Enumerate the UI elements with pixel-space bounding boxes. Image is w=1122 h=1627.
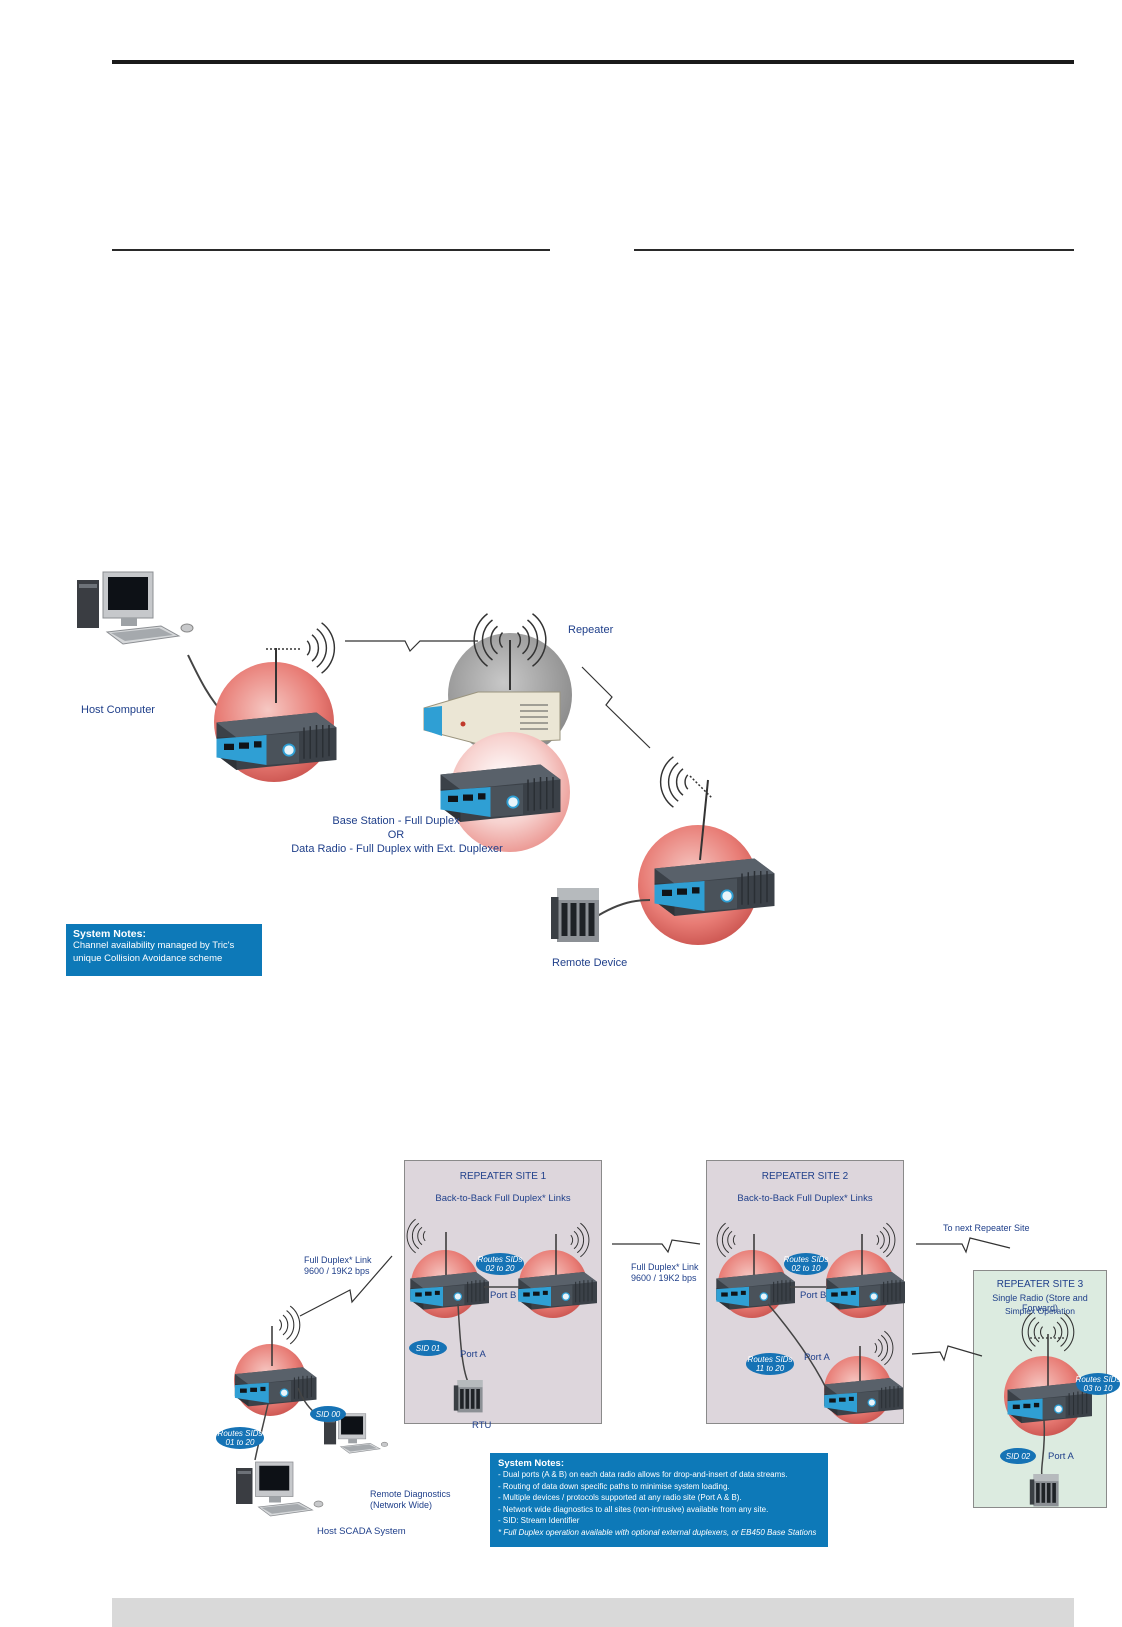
remote-radio-icon [653, 857, 776, 917]
svg-text:01 to 20: 01 to 20 [226, 1438, 255, 1447]
svg-text:11 to 20: 11 to 20 [756, 1364, 785, 1373]
pill-routes-02-10: Routes SIDs 02 to 10 [784, 1253, 829, 1275]
site3-rtu-icon [1029, 1474, 1059, 1507]
remote-device-icon [551, 888, 599, 942]
site1-port-b-label: Port B [490, 1290, 517, 1301]
site2-radio-2-icon [825, 1271, 906, 1311]
svg-text:Routes SIDs: Routes SIDs [1076, 1375, 1121, 1384]
link-site1-site2 [612, 1239, 701, 1254]
site-2-title: REPEATER SITE 2 [761, 1171, 849, 1182]
site-2-subtitle: Back-to-Back Full Duplex* Links [737, 1193, 873, 1204]
pill-sid-02: SID 02 [1000, 1448, 1036, 1464]
system-notes-2-title: System Notes: [498, 1458, 564, 1469]
link-site2-site3 [911, 1345, 983, 1362]
host-scada-label: Host SCADA System [317, 1526, 406, 1537]
pill-routes-03-10: Routes SIDs 03 to 10 [1076, 1373, 1121, 1395]
system-notes-1-line: unique Collision Avoidance scheme [73, 952, 223, 964]
base-radio-icon [439, 763, 562, 823]
footer-bar [112, 1598, 1074, 1627]
pill-sid-01: SID 01 [409, 1340, 447, 1356]
host-computer-icon [76, 571, 194, 645]
base-station-label: Base Station - Full Duplex [332, 815, 460, 827]
system-notes-box-2: System Notes: - Dual ports (A & B) on ea… [490, 1453, 828, 1547]
site1-radio-a-icon [517, 1271, 598, 1311]
system-notes-2-line: - Multiple devices / protocols supported… [498, 1493, 742, 1502]
svg-text:02 to 10: 02 to 10 [792, 1264, 821, 1273]
svg-text:Routes SIDs: Routes SIDs [784, 1255, 829, 1264]
system-notes-1-title: System Notes: [73, 928, 146, 940]
link-repeater-remote [581, 666, 651, 749]
site2-port-a-label: Port A [804, 1352, 830, 1363]
site3-port-a-label: Port A [1048, 1451, 1074, 1462]
pill-routes-02-20: Routes SIDs 02 to 20 [476, 1253, 524, 1275]
svg-text:Routes SIDs: Routes SIDs [218, 1429, 263, 1438]
next-repeater-label: To next Repeater Site [943, 1223, 1030, 1233]
remote-diagnostics-scope: (Network Wide) [370, 1500, 433, 1510]
top-rule [112, 60, 1074, 64]
full-duplex-link-label: Full Duplex* Link [631, 1262, 699, 1272]
system-notes-box-1: System Notes: Channel availability manag… [66, 924, 262, 976]
repeater-label: Repeater [568, 624, 614, 636]
site-1-subtitle: Back-to-Back Full Duplex* Links [435, 1193, 571, 1204]
remote-diagnostics-label: Remote Diagnostics [370, 1489, 451, 1499]
system-notes-2-line: - SID: Stream Identifier [498, 1516, 580, 1525]
svg-text:Routes SIDs: Routes SIDs [748, 1355, 793, 1364]
system-notes-2-line: - Dual ports (A & B) on each data radio … [498, 1470, 788, 1479]
full-duplex-link-label: Full Duplex* Link [304, 1255, 372, 1265]
svg-text:Routes SIDs: Routes SIDs [478, 1255, 523, 1264]
full-duplex-link-rate: 9600 / 19K2 bps [631, 1273, 697, 1283]
pill-routes-01-20: Routes SIDs 01 to 20 [216, 1427, 264, 1449]
remote-radio-waves-icon [659, 756, 689, 808]
site-3-subtitle-2: Simplex Operation [1005, 1306, 1075, 1316]
svg-text:SID 02: SID 02 [1006, 1452, 1031, 1461]
site-3-subtitle: Single Radio (Store and Forward) [992, 1293, 1088, 1313]
host-radio-icon [215, 711, 338, 771]
site2-radio-3-icon [823, 1377, 904, 1417]
pill-sid-00: SID 00 [310, 1406, 346, 1422]
link-next-site [916, 1237, 1011, 1254]
system-notes-2-line: * Full Duplex operation available with o… [498, 1527, 817, 1537]
site1-port-a-label: Port A [460, 1349, 486, 1360]
rtu-icon [453, 1380, 483, 1413]
base-station-or-label: OR [387, 829, 405, 841]
site2-radio-1-icon [715, 1271, 796, 1311]
link-host-repeater [345, 640, 478, 653]
svg-text:03 to 10: 03 to 10 [1084, 1384, 1113, 1393]
section-rule-right [634, 249, 1074, 251]
system-notes-1-line: Channel availability managed by Tric's [73, 940, 235, 951]
site-1-title: REPEATER SITE 1 [459, 1171, 547, 1182]
site2-port-b-label: Port B [800, 1290, 827, 1301]
link-host-site1 [299, 1255, 393, 1317]
svg-text:SID 00: SID 00 [316, 1410, 341, 1419]
host-scada-icon [235, 1461, 324, 1517]
pill-routes-11-20: Routes SIDs 11 to 20 [746, 1353, 794, 1375]
section-rule-left [112, 249, 550, 251]
full-duplex-link-rate: 9600 / 19K2 bps [304, 1266, 370, 1276]
data-radio-label: Data Radio - Full Duplex with Ext. Duple… [291, 843, 503, 855]
rtu-label: RTU [472, 1420, 492, 1431]
remote-device-label: Remote Device [552, 957, 628, 969]
host-computer-label: Host Computer [81, 704, 155, 716]
site-3-title: REPEATER SITE 3 [996, 1279, 1084, 1290]
host-radio-waves-icon [306, 622, 336, 674]
svg-text:02 to 20: 02 to 20 [486, 1264, 515, 1273]
svg-text:SID 01: SID 01 [416, 1344, 440, 1353]
system-notes-2-line: - Routing of data down specific paths to… [498, 1481, 730, 1491]
system-notes-2-line: - Network wide diagnostics to all sites … [498, 1504, 769, 1514]
site1-radio-b-icon [409, 1271, 490, 1311]
